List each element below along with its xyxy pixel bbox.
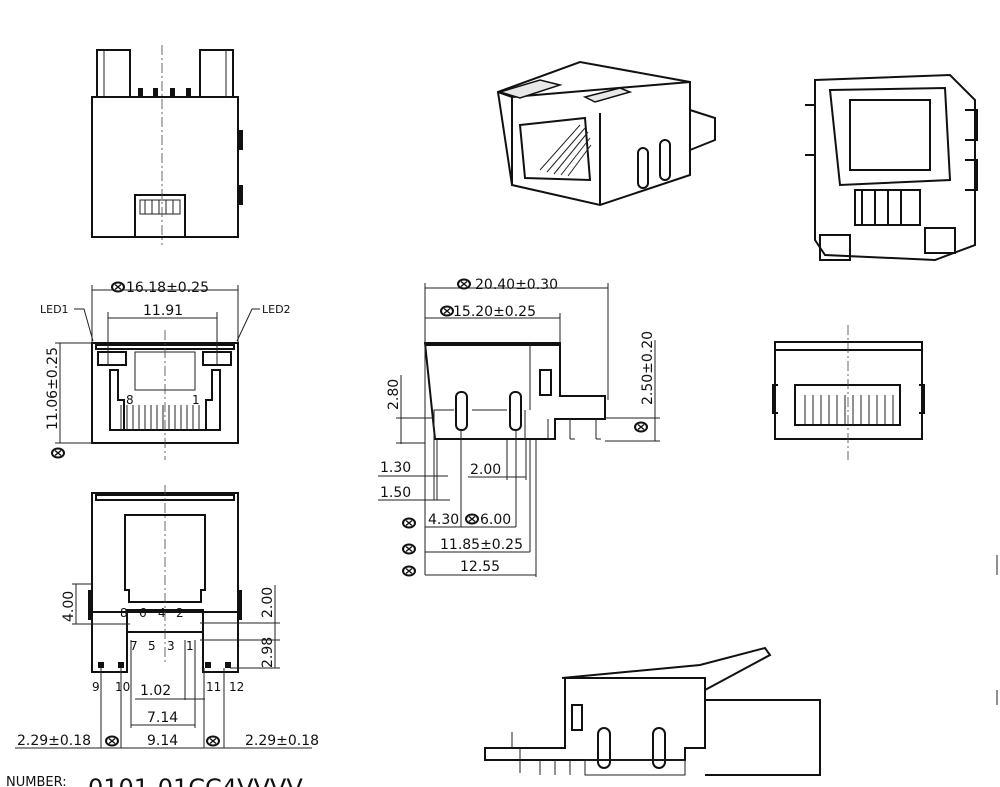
front-view: 16.18±0.25 11.91 LED1 LED2 11.06±0.25 8 … — [40, 280, 291, 460]
isometric-view-front — [496, 60, 716, 207]
dim-12-55: 12.55 — [460, 559, 500, 575]
dim-led-spacing: 11.91 — [143, 303, 183, 319]
dim-6-00: 6.00 — [480, 512, 511, 528]
pin-label: 2 — [176, 606, 184, 620]
dim-9-14: 9.14 — [147, 733, 178, 749]
dim-1-02: 1.02 — [140, 683, 171, 699]
dim-11-85: 11.85±0.25 — [440, 537, 523, 553]
pin-label: 4 — [158, 606, 166, 620]
dim-width: 16.18±0.25 — [126, 280, 209, 296]
dim-4-30: 4.30 — [428, 512, 459, 528]
rear-view — [91, 45, 243, 245]
pin-label: 5 — [148, 639, 156, 653]
dim-1-50: 1.50 — [380, 485, 411, 501]
dim-overall-length: 20.40±0.30 — [475, 277, 558, 293]
bottom-view: 4.00 2.00 2.98 8 6 4 2 7 5 3 1 9 10 11 1… — [15, 485, 319, 749]
pin-label: 1 — [186, 639, 194, 653]
pin-label: 9 — [92, 680, 100, 694]
side-view: 20.40±0.30 15.20±0.25 2.80 2.50±0.20 1.3… — [378, 277, 660, 577]
dim-2-98: 2.98 — [260, 637, 276, 668]
label-led1: LED1 — [40, 303, 69, 316]
dim-body-length: 15.20±0.25 — [453, 304, 536, 320]
dim-2-29-left: 2.29±0.18 — [17, 733, 91, 749]
pin-label: 12 — [229, 680, 244, 694]
pin-label: 8 — [120, 606, 128, 620]
dim-7-14: 7.14 — [147, 710, 178, 726]
dim-2-29-right: 2.29±0.18 — [245, 733, 319, 749]
part-number-value: 0101-01CC4VVVV — [88, 774, 303, 787]
dim-height: 11.06±0.25 — [45, 347, 61, 430]
dim-2-00-side: 2.00 — [470, 462, 501, 478]
pin-label: 6 — [139, 606, 147, 620]
part-number-label: NUMBER: — [6, 775, 67, 787]
dim-2-80: 2.80 — [386, 379, 402, 410]
front-view-right — [772, 325, 925, 460]
dim-4-00: 4.00 — [61, 591, 77, 622]
pin-label: 10 — [115, 680, 130, 694]
pin-8-label: 8 — [126, 393, 134, 407]
pin-label: 7 — [130, 639, 138, 653]
side-view-with-plug — [484, 646, 821, 776]
title-block: NUMBER: 0101-01CC4VVVV — [6, 774, 303, 787]
isometric-view-rear — [805, 73, 978, 262]
label-led2: LED2 — [262, 303, 291, 316]
pin-1-label: 1 — [192, 393, 200, 407]
dim-2-50: 2.50±0.20 — [640, 331, 656, 405]
dim-1-30: 1.30 — [380, 460, 411, 476]
dim-2-00: 2.00 — [260, 587, 276, 618]
pin-label: 11 — [206, 680, 221, 694]
pin-label: 3 — [167, 639, 175, 653]
